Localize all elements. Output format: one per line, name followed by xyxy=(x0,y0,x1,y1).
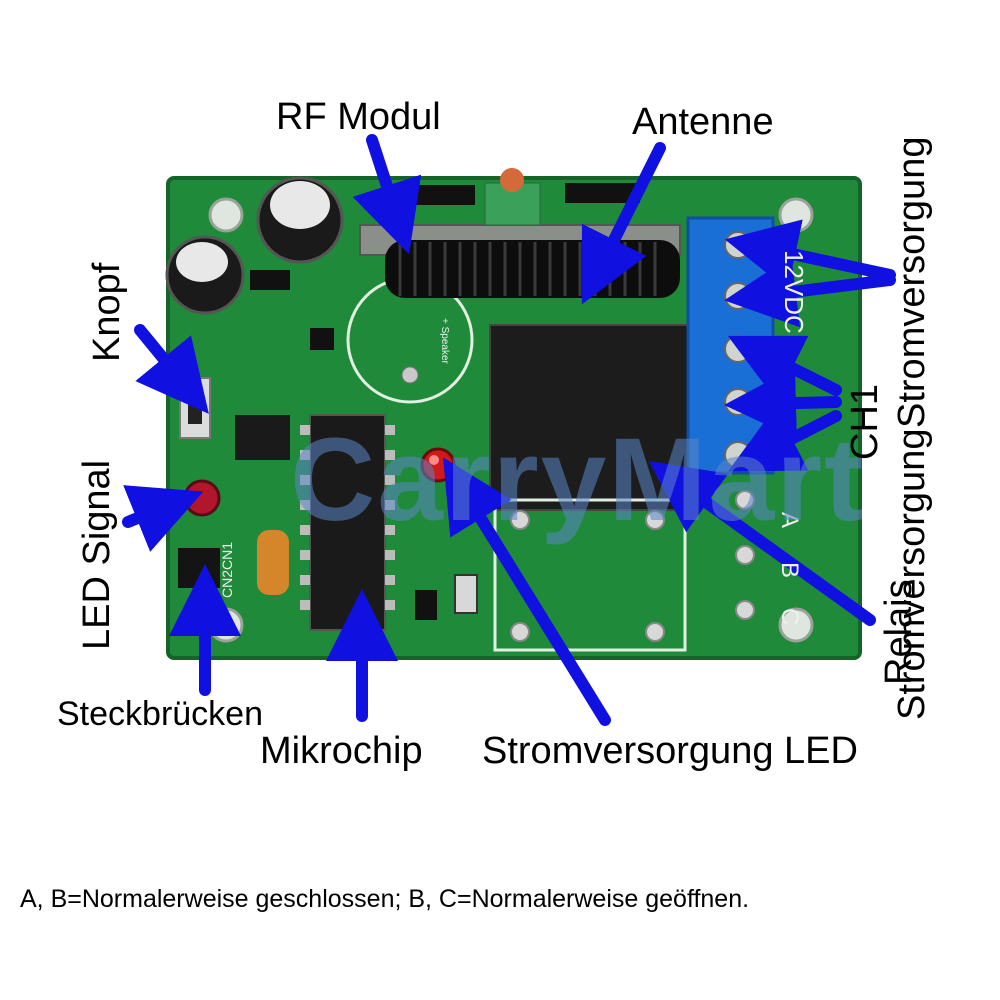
watermark: CarryMart xyxy=(290,414,866,546)
board-terminal-b: B xyxy=(776,562,803,578)
arrow-antenne xyxy=(581,142,666,305)
arrow-stromversorgung-led xyxy=(443,457,611,726)
header-pins xyxy=(565,183,640,203)
label-led-signal: LED Signal xyxy=(76,459,118,650)
arrows xyxy=(122,134,896,726)
mounting-hole xyxy=(778,197,814,233)
capacitor-top xyxy=(176,242,228,282)
small-ic xyxy=(235,415,290,460)
rf-module-pcb xyxy=(484,182,541,226)
arrow-led-signal xyxy=(122,485,204,552)
arrow-ch1-3 xyxy=(727,406,842,472)
rf-module-coil xyxy=(500,168,524,192)
board-jumper-text: CN2CN1 xyxy=(219,542,235,598)
capacitor-top xyxy=(270,181,330,229)
arrow-ch1-1 xyxy=(727,335,842,401)
led-signal xyxy=(183,479,221,517)
arrow-power-2 xyxy=(724,255,896,328)
antenna-coil xyxy=(385,240,680,298)
arrow-relais xyxy=(648,460,876,626)
arrow-ch1-2 xyxy=(724,367,842,440)
board-voltage-text: 12VDC xyxy=(779,250,809,334)
arrow-power-1 xyxy=(724,219,896,290)
label-stromversorgung-top: Stromversorgung xyxy=(891,136,933,428)
label-steckbruecken: Steckbrücken xyxy=(57,695,263,733)
orange-capacitor xyxy=(257,530,289,595)
mounting-hole xyxy=(208,607,244,643)
terminal-pads xyxy=(735,490,755,620)
label-antenne: Antenne xyxy=(632,101,774,143)
mounting-hole xyxy=(778,607,814,643)
header-pins xyxy=(405,185,475,205)
mounting-hole xyxy=(208,197,244,233)
label-mikrochip: Mikrochip xyxy=(260,730,423,772)
label-stromversorgung-led: Stromversorgung LED xyxy=(482,730,858,772)
board-terminal-a: A xyxy=(776,512,803,528)
arrow-knopf xyxy=(134,324,209,414)
board-speaker-text: + Speaker xyxy=(439,318,450,365)
board-terminal-c: C xyxy=(776,608,803,625)
speaker-pad xyxy=(401,366,419,384)
steckbruecken-jumper xyxy=(178,548,220,588)
label-ch1: CH1 xyxy=(844,383,886,460)
caption: A, B=Normalerweise geschlossen; B, C=Nor… xyxy=(20,885,750,913)
arrow-rf-modul xyxy=(352,134,422,255)
relay-outline xyxy=(493,498,687,652)
label-knopf: Knopf xyxy=(86,262,128,362)
label-relais: Relais xyxy=(878,579,920,685)
label-rf-modul: RF Modul xyxy=(276,96,441,138)
